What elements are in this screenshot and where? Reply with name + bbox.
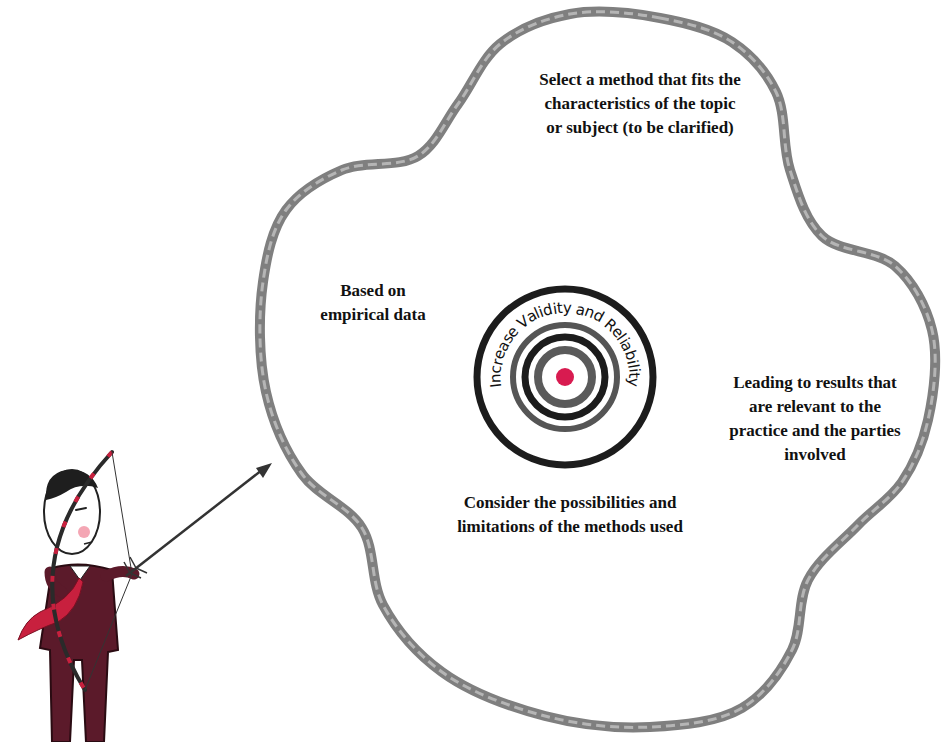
- curved-slogan: Increase Validity and Reliability: [470, 282, 660, 472]
- hair: [46, 470, 98, 500]
- archer-figure: [18, 452, 272, 742]
- arrow-head: [256, 463, 272, 478]
- cheek-blush: [78, 526, 90, 538]
- bowstring: [85, 452, 132, 690]
- bullseye: [556, 368, 574, 386]
- target-circle: Increase Validity and Reliability: [470, 282, 660, 472]
- eye: [76, 508, 86, 510]
- target-ring: [513, 325, 617, 429]
- principle-text: Select a method that fits the characteri…: [538, 68, 743, 140]
- bow: [52, 452, 112, 690]
- target-ring: [525, 337, 605, 417]
- principle-text: Based on empirical data: [311, 279, 436, 327]
- mouth: [84, 542, 92, 544]
- arrow-fletching: [124, 557, 147, 578]
- shirt-collar: [70, 566, 90, 580]
- target-ring: [538, 350, 592, 404]
- cloud-outline: [260, 12, 935, 728]
- principle-text: Leading to results that are relevant to …: [720, 371, 910, 468]
- cloud-region: Select a method that fits the characteri…: [255, 6, 935, 736]
- principle-text: Consider the possibilities and limitatio…: [454, 491, 686, 539]
- bow-spots: [52, 452, 112, 690]
- target-ring: [477, 289, 653, 465]
- arrow-shaft: [126, 470, 262, 576]
- cloud-outline-texture: [260, 12, 935, 728]
